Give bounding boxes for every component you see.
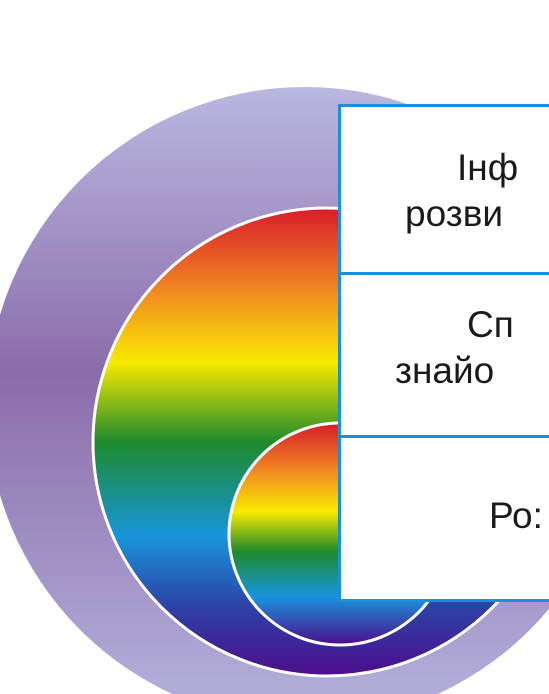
label-2-line-1: Сп [467,304,514,345]
label-1-line-2: розви [405,193,504,234]
label-cell-3: Ро: [341,435,549,602]
label-1-line-1: Інф [457,147,519,188]
label-cell-1: Інф розви [341,107,549,275]
label-2-line-2: знайо [395,350,495,391]
label-cell-2: Сп знайо [341,272,549,438]
label-3-line-1: Ро: [489,495,543,536]
label-table: Інф розви Сп знайо Ро: [338,104,549,602]
